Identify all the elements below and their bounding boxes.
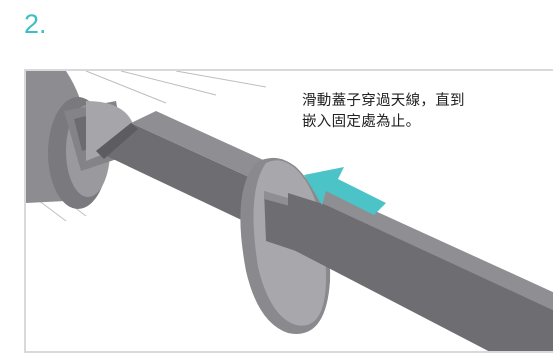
step-number: 2. (24, 9, 47, 39)
arrow-up-left-icon (304, 167, 386, 215)
antenna-cap-illustration (24, 69, 553, 353)
base-housing (26, 71, 136, 209)
instruction-line-1: 滑動蓋子穿過天線，直到 (302, 93, 465, 109)
instruction-text: 滑動蓋子穿過天線，直到 嵌入固定處為止。 (302, 91, 542, 133)
illustration-drawing (26, 71, 553, 351)
background-lines (26, 71, 267, 222)
instruction-line-2: 嵌入固定處為止。 (302, 114, 421, 130)
antenna-rod-front (288, 193, 553, 351)
